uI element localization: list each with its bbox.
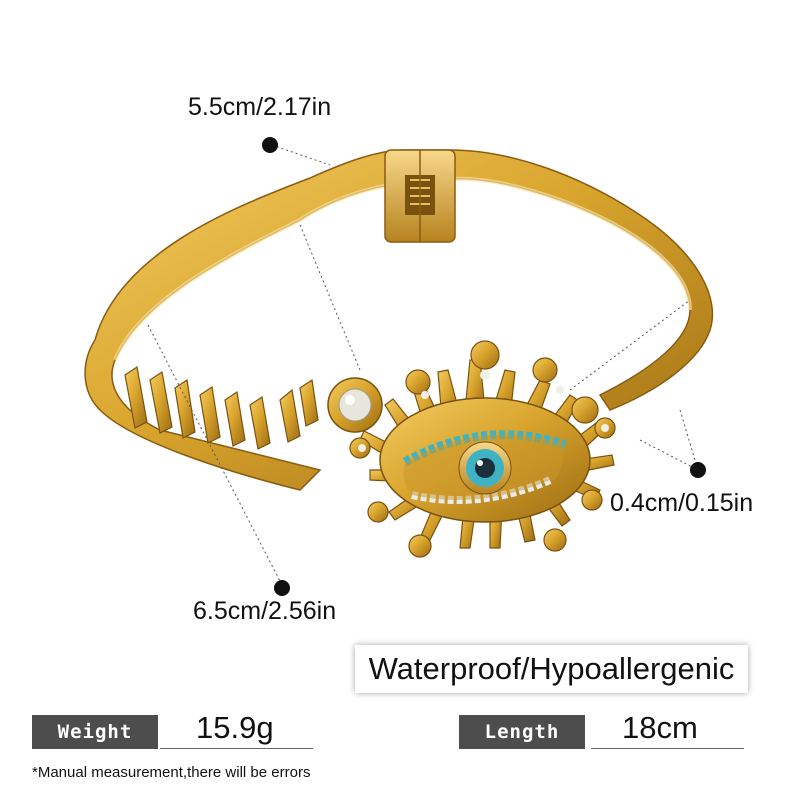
feature-badge: Waterproof/Hypoallergenic xyxy=(355,645,748,693)
weight-underline xyxy=(160,748,313,749)
length-underline xyxy=(591,748,744,749)
dimension-dot-right xyxy=(690,462,706,478)
dimension-lines xyxy=(147,144,699,586)
dimension-label-top: 5.5cm/2.17in xyxy=(188,93,332,121)
measurement-note: *Manual measurement,there will be errors xyxy=(32,764,311,781)
weight-tag: Weight xyxy=(32,715,158,749)
length-tag: Length xyxy=(459,715,585,749)
clear-stone-left xyxy=(327,377,383,433)
dimension-label-bottom: 6.5cm/2.56in xyxy=(193,597,337,625)
evil-eye-charm xyxy=(349,340,616,558)
dimension-dot-bottom xyxy=(274,580,290,596)
lash-prongs xyxy=(124,365,319,450)
weight-value: 15.9g xyxy=(196,710,274,745)
dimension-dot-top xyxy=(262,137,278,153)
length-value: 18cm xyxy=(622,710,698,745)
dimension-label-right: 0.4cm/0.15in xyxy=(610,489,754,517)
hinge xyxy=(384,149,456,243)
